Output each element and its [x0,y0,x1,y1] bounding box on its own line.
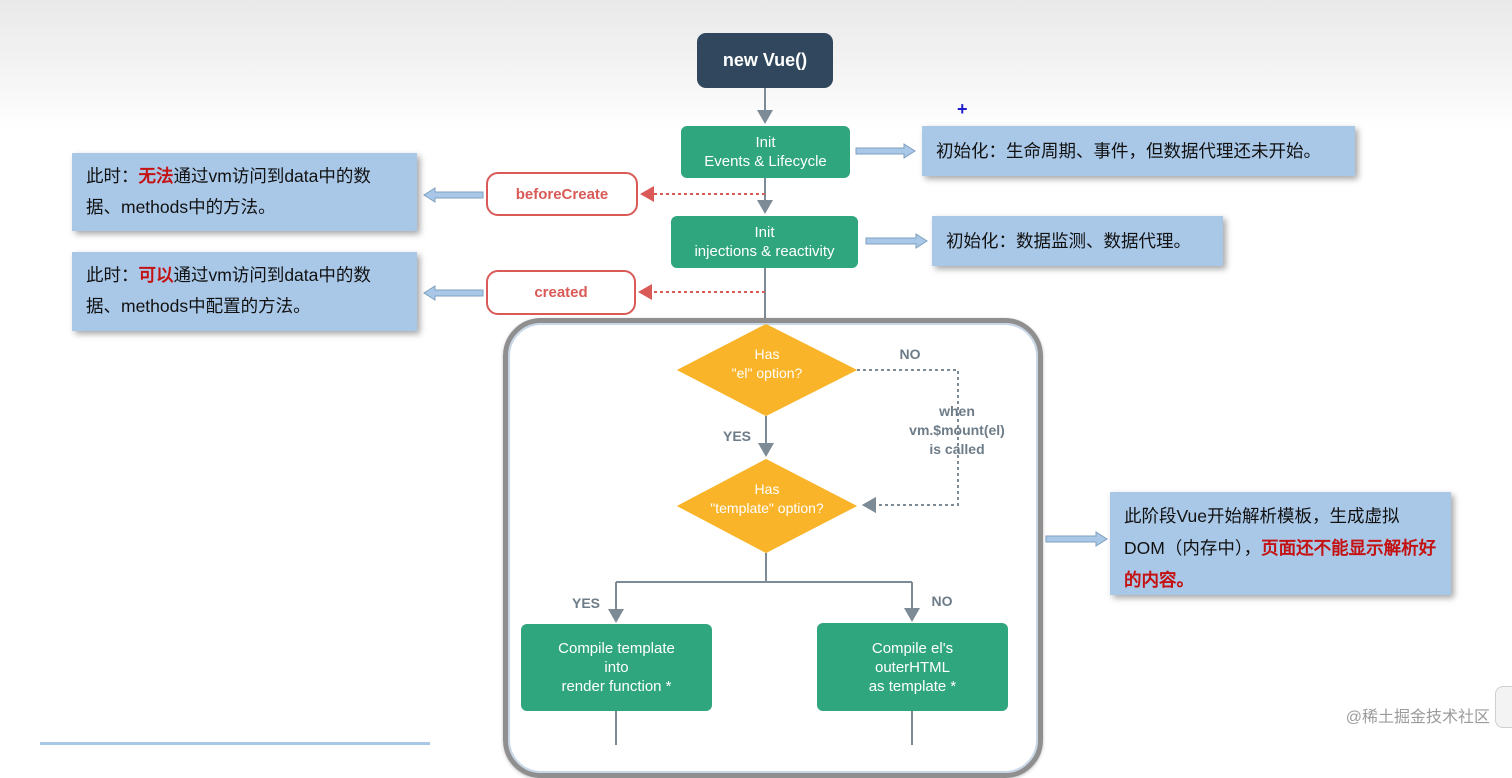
arrow-beforecreate-note [423,187,484,203]
emphasis-text: 页面还不能显示解析好的内容。 [1124,538,1437,590]
arrow-mount-note [1045,531,1108,547]
label-yes-template: YES [571,595,600,611]
watermark: @稀土掘金技术社区 [1345,709,1490,726]
decision-has-template: Has"template" option? [710,481,824,516]
init-events-note: 初始化：生命周期、事件，但数据代理还未开始。 [922,126,1355,176]
before-create-note: 此时：无法通过vm访问到data中的数据、methods中的方法。 [72,153,417,231]
created-note: 此时：可以通过vm访问到data中的数据、methods中配置的方法。 [72,252,417,331]
new-vue-node: new Vue() [697,33,833,88]
cropped-note-edge [40,742,430,745]
template-note: 此阶段Vue开始解析模板，生成虚拟DOM（内存中），页面还不能显示解析好的内容。 [1110,492,1451,595]
init-injections-note: 初始化：数据监测、数据代理。 [932,216,1223,266]
arrow-created-note [423,285,484,301]
label-yes-el: YES [722,428,751,444]
decision-has-el: Has"el" option? [731,346,803,381]
created-hook: created [486,270,636,315]
label-no-template: NO [931,593,953,609]
arrow-init-note [855,143,916,159]
label-no-el: NO [899,346,921,362]
side-handle[interactable] [1495,686,1512,728]
emphasis-text: 无法 [138,166,174,186]
crosshair-cursor-icon: + [957,99,968,119]
before-create-hook: beforeCreate [486,172,638,216]
emphasis-text: 可以 [138,265,174,285]
arrow-injections-note [865,233,928,249]
diagram-overlay [677,324,959,553]
